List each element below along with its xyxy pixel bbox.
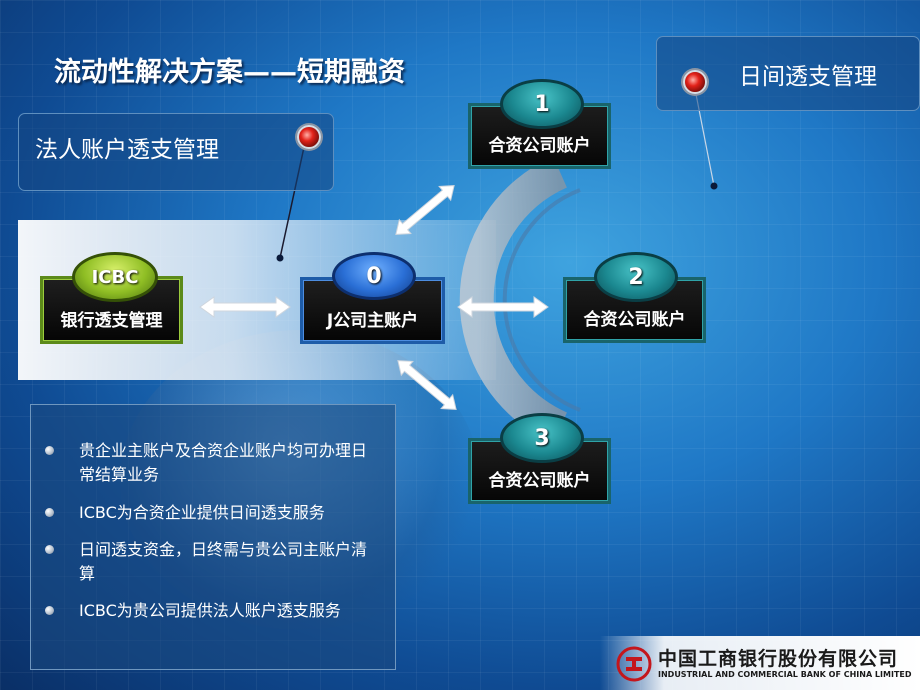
bullet-dot-icon: [45, 446, 54, 455]
bullet-text: ICBC为合资企业提供日间透支服务: [79, 503, 325, 522]
callout-corporate-overdraft-label: 法人账户透支管理: [35, 137, 219, 163]
node-icbc-label: 银行透支管理: [60, 311, 163, 331]
bullet-text: 贵企业主账户及合资企业账户均可办理日常结算业务: [79, 441, 368, 484]
node-jv1-label: 合资公司账户: [488, 136, 591, 156]
callout-corporate-overdraft: 法人账户透支管理: [18, 113, 334, 191]
pin-end-left: [276, 254, 284, 262]
node-jv1-badge: 1: [500, 79, 584, 129]
node-jv3-label: 合资公司账户: [488, 471, 591, 491]
pin-end-right: [710, 182, 718, 190]
jv3-badge-number: 3: [534, 425, 550, 451]
footer-band: [600, 636, 920, 690]
node-jv2-badge: 2: [594, 252, 678, 302]
callout-intraday-overdraft-label: 日间透支管理: [739, 64, 877, 90]
node-jv2-label: 合资公司账户: [583, 310, 686, 330]
bank-name-en: INDUSTRIAL AND COMMERCIAL BANK OF CHINA …: [658, 670, 912, 679]
jv2-badge-number: 2: [628, 264, 644, 290]
bullet-text: 日间透支资金，日终需与贵公司主账户清算: [79, 540, 368, 583]
main-badge-number: 0: [366, 263, 382, 289]
arrow-icbc-main: [199, 296, 291, 318]
pin-icon: [297, 125, 321, 149]
bullet-dot-icon: [45, 606, 54, 615]
orbit-arc-inner: [502, 188, 581, 412]
bank-logo: 中国工商银行股份有限公司 INDUSTRIAL AND COMMERCIAL B…: [614, 642, 914, 686]
bullet-text: ICBC为贵公司提供法人账户透支服务: [79, 601, 341, 620]
orbit-arc: [459, 156, 568, 444]
node-icbc-badge: ICBC: [72, 252, 158, 302]
arrow-main-sub3: [397, 360, 457, 410]
bank-name-cn: 中国工商银行股份有限公司: [658, 648, 899, 670]
icbc-badge-text: ICBC: [91, 266, 139, 288]
page-title: 流动性解决方案——短期融资: [54, 57, 405, 88]
node-main-badge: 0: [332, 252, 416, 300]
node-main-label: J公司主账户: [326, 311, 419, 331]
icbc-logo-icon: [616, 646, 652, 682]
pin-icon: [683, 70, 707, 94]
jv1-badge-number: 1: [534, 91, 550, 117]
node-jv3-badge: 3: [500, 413, 584, 463]
bullet-panel: 贵企业主账户及合资企业账户均可办理日常结算业务 ICBC为合资企业提供日间透支服…: [30, 404, 396, 670]
bullet-dot-icon: [45, 545, 54, 554]
arrow-main-sub1: [395, 185, 455, 235]
bullet-dot-icon: [45, 508, 54, 517]
arrow-main-sub2: [457, 296, 549, 318]
